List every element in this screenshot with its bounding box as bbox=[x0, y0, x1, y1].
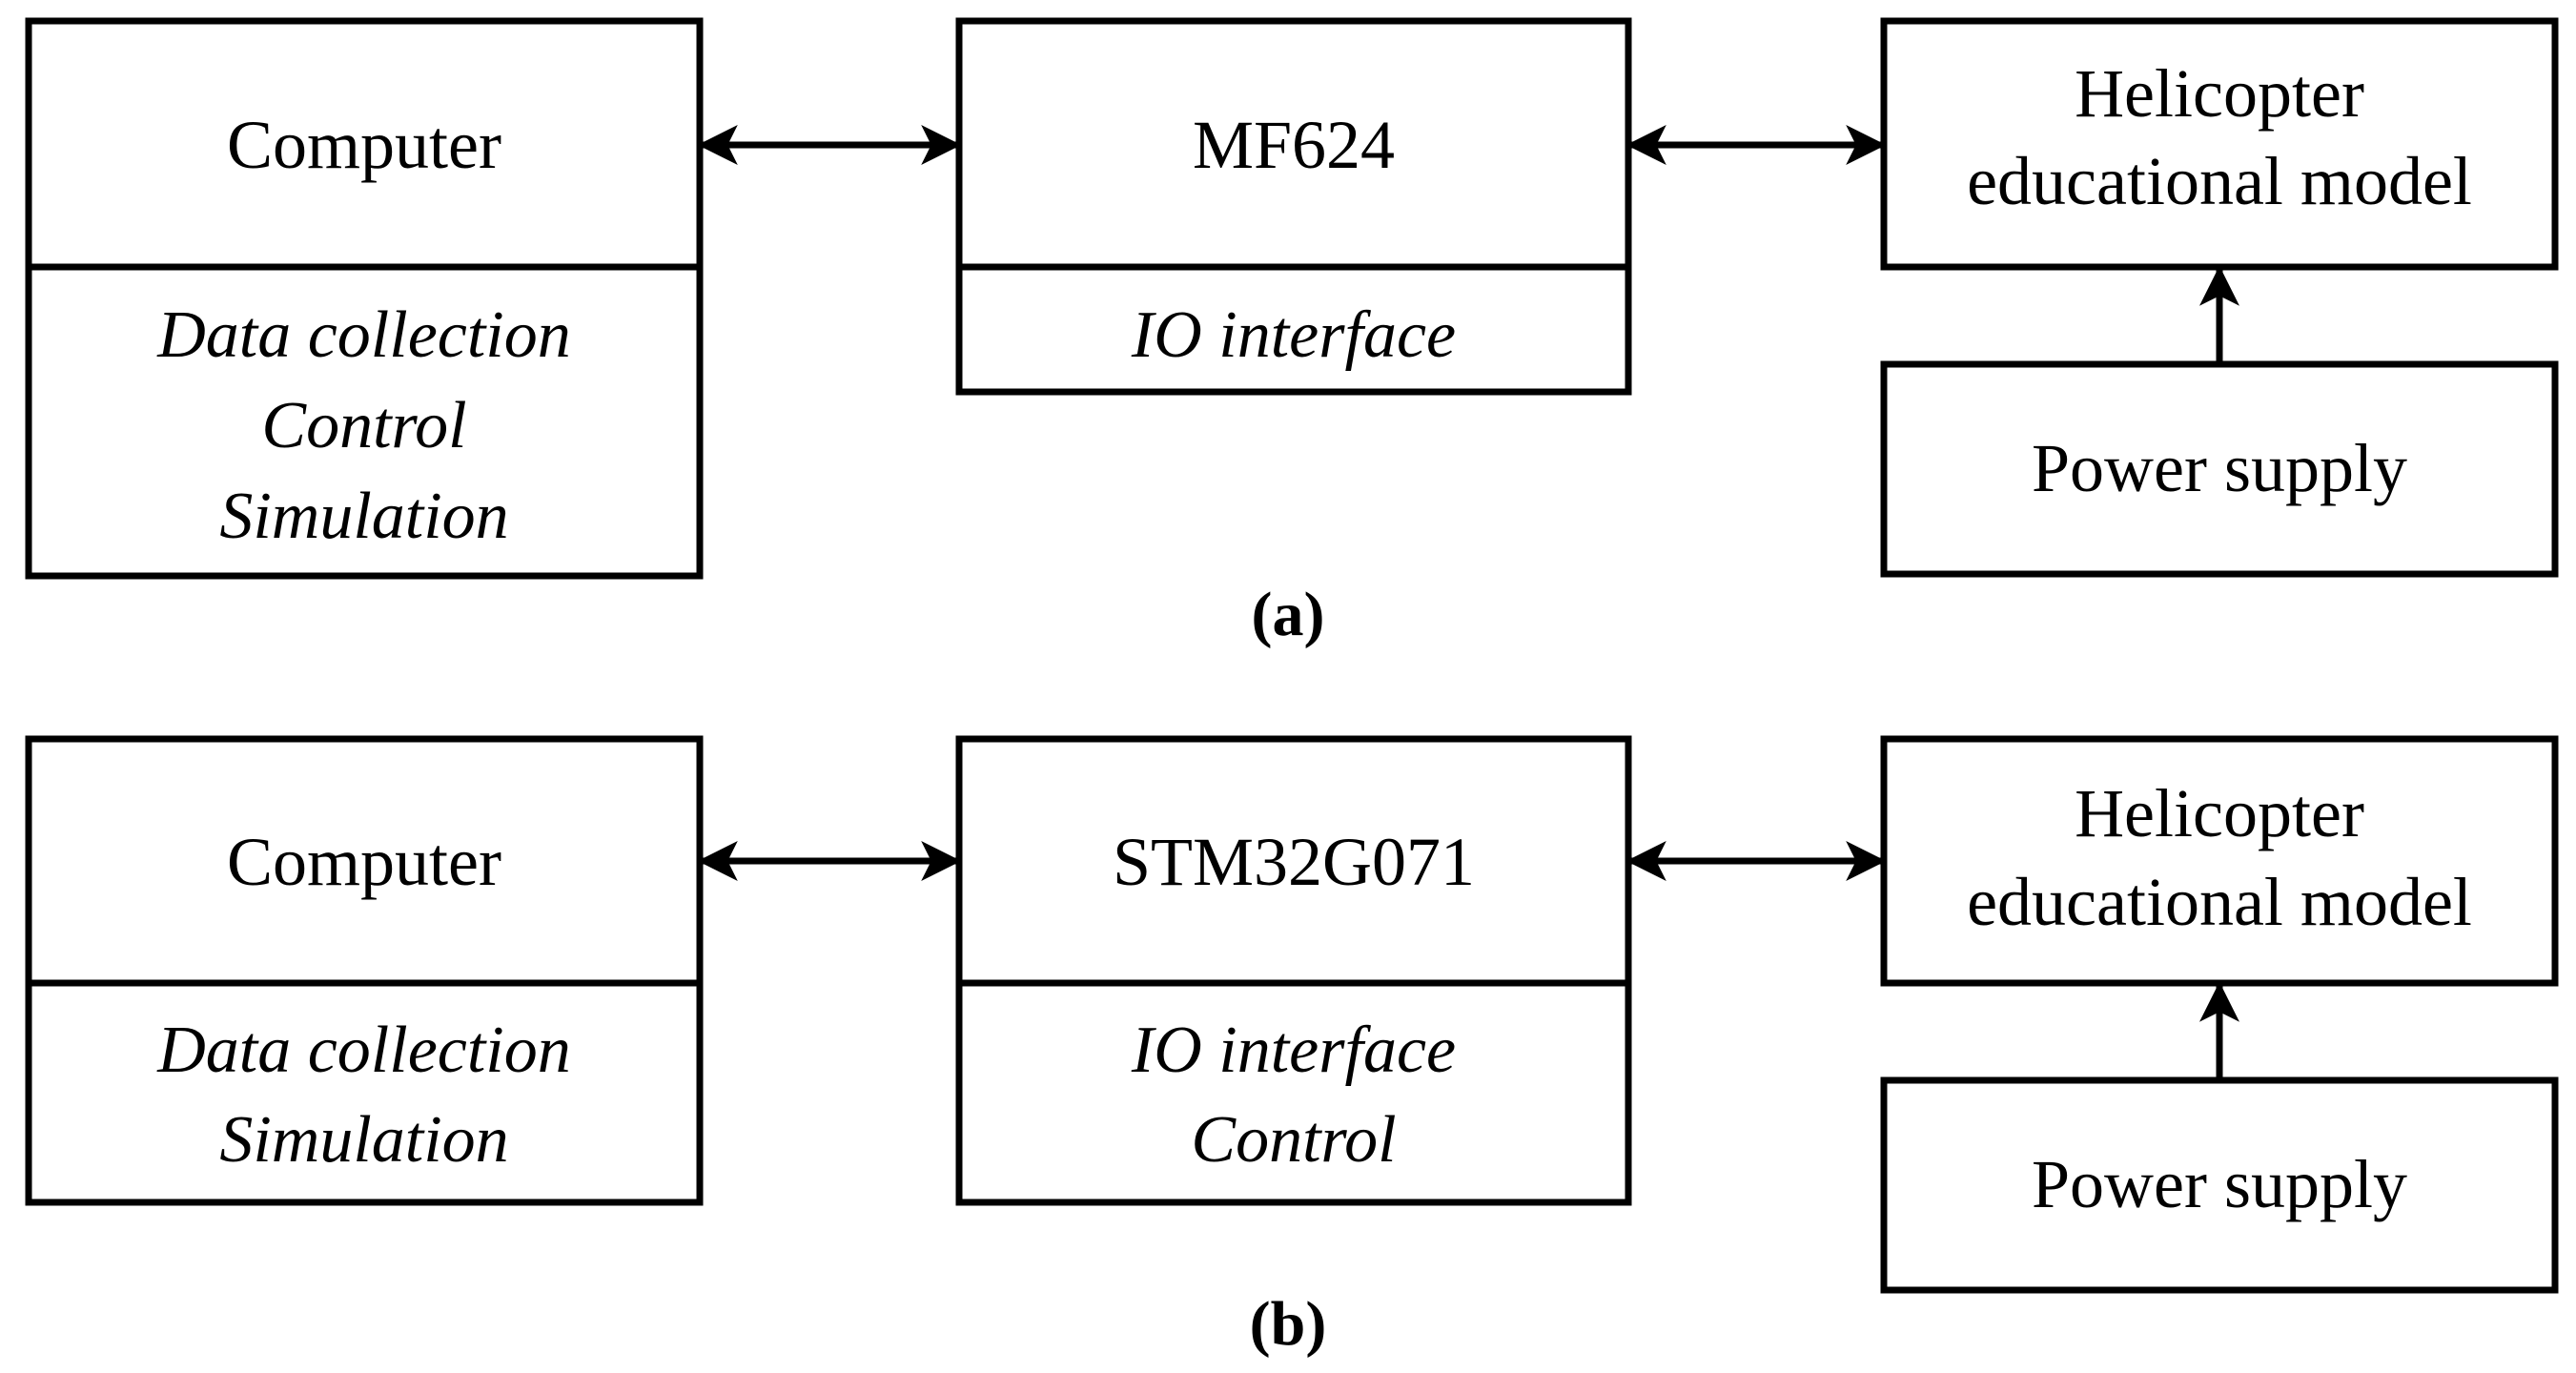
panel-caption: (b) bbox=[1250, 1289, 1327, 1359]
computer-role: Simulation bbox=[219, 480, 508, 553]
panel-b: Computer Data collection Simulation STM3… bbox=[25, 735, 2559, 1359]
computer-title: Computer bbox=[227, 824, 501, 900]
interface-title: STM32G071 bbox=[1113, 824, 1475, 900]
computer-role: Data collection bbox=[156, 298, 571, 372]
interface-role: IO interface bbox=[1131, 298, 1456, 372]
power-title: Power supply bbox=[2032, 430, 2407, 506]
interface-role: Control bbox=[1191, 1103, 1396, 1177]
panel-a: Computer Data collection Control Simulat… bbox=[25, 17, 2559, 649]
power-block: Power supply bbox=[1880, 1076, 2559, 1294]
model-title: educational model bbox=[1967, 864, 2472, 940]
power-block: Power supply bbox=[1880, 360, 2559, 578]
computer-role: Control bbox=[261, 389, 466, 462]
power-title: Power supply bbox=[2032, 1146, 2407, 1222]
computer-block: Computer Data collection Simulation bbox=[25, 735, 704, 1206]
computer-title: Computer bbox=[227, 107, 501, 183]
model-title: Helicopter bbox=[2075, 55, 2364, 132]
model-title: educational model bbox=[1967, 143, 2472, 219]
interface-title: MF624 bbox=[1193, 107, 1395, 183]
interface-role: IO interface bbox=[1131, 1014, 1456, 1087]
panel-caption: (a) bbox=[1252, 580, 1325, 649]
computer-role: Data collection bbox=[156, 1014, 571, 1087]
computer-role: Simulation bbox=[219, 1103, 508, 1177]
interface-block: STM32G071 IO interface Control bbox=[955, 735, 1632, 1206]
model-block: Helicopter educational model bbox=[1880, 735, 2559, 987]
computer-block: Computer Data collection Control Simulat… bbox=[25, 17, 704, 580]
model-block: Helicopter educational model bbox=[1880, 17, 2559, 271]
interface-block: MF624 IO interface bbox=[955, 17, 1632, 396]
model-title: Helicopter bbox=[2075, 775, 2364, 851]
